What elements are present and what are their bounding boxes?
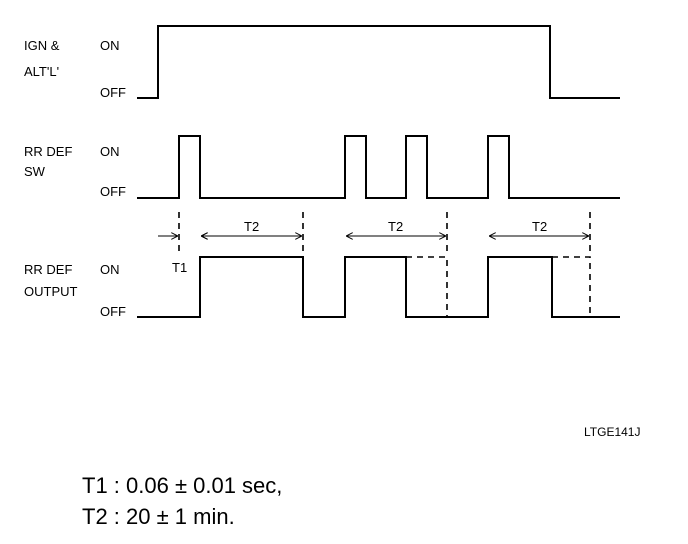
rr-def-sw-label-line2: SW [24,164,46,179]
rr-def-output-off-label: OFF [100,304,126,319]
output-dashed-extension-2 [552,256,591,317]
rr-def-sw-waveform [137,135,620,199]
rr-def-sw-off-label: OFF [100,184,126,199]
ign-alt-label-line2: ALT'L' [24,64,59,79]
t2-label-1: T2 [244,219,259,234]
rr-def-output-label-line1: RR DEF [24,262,72,277]
timing-notes: T1 : 0.06 ± 0.01 sec, T2 : 20 ± 1 min. [82,470,282,532]
rr-def-output-label-line2: OUTPUT [24,284,78,299]
t2-label-3: T2 [532,219,547,234]
ign-alt-off-label: OFF [100,85,126,100]
ign-alt-label-line1: IGN & [24,38,60,53]
t2-note: T2 : 20 ± 1 min. [82,504,235,529]
rr-def-output-on-label: ON [100,262,120,277]
rr-def-sw-label-line1: RR DEF [24,144,72,159]
rr-def-output-waveform [137,256,620,318]
t2-label-2: T2 [388,219,403,234]
t1-label: T1 [172,260,187,275]
ign-alt-on-label: ON [100,38,120,53]
output-dashed-extension-1 [406,256,448,317]
rr-def-sw-on-label: ON [100,144,120,159]
ign-alt-waveform [137,25,620,99]
t1-note: T1 : 0.06 ± 0.01 sec, [82,473,283,498]
figure-code: LTGE141J [584,425,640,439]
